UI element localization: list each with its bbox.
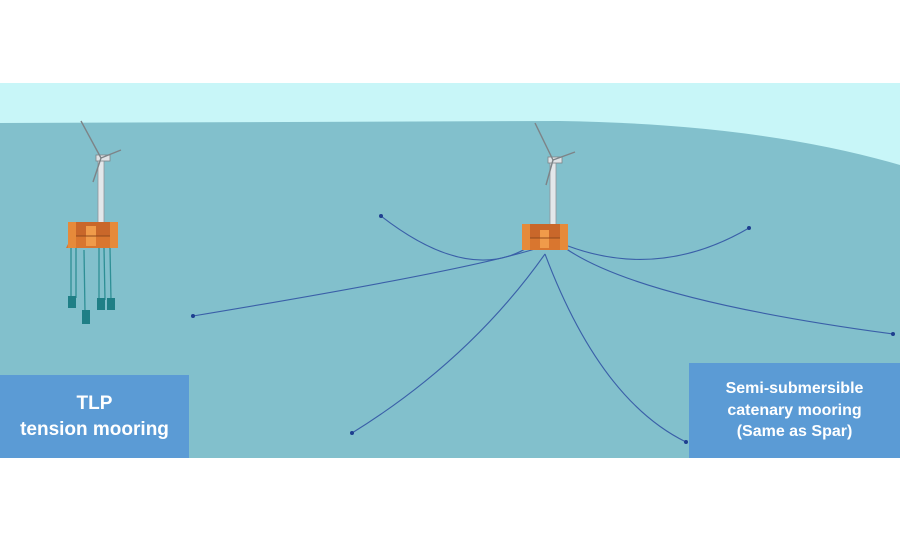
mooring-line-1 — [380, 215, 531, 261]
semi-label: Semi-submersible catenary mooring (Same … — [689, 363, 900, 458]
mooring-line-3 — [351, 253, 546, 434]
tlp-tower — [97, 157, 105, 227]
semi-label-line1: Semi-submersible — [725, 380, 864, 398]
tlp-turbine — [66, 120, 122, 324]
semi-turbine — [522, 122, 576, 250]
semi-mooring-lines — [192, 215, 894, 443]
semi-blades — [534, 122, 576, 186]
semi-platform — [522, 224, 568, 250]
tlp-label: TLP tension mooring — [0, 375, 189, 458]
mooring-line-4 — [544, 253, 687, 443]
mooring-line-5 — [564, 247, 894, 335]
tlp-anchors — [68, 296, 115, 324]
mooring-line-2 — [192, 247, 539, 317]
tlp-nacelle — [95, 154, 111, 162]
tlp-blades — [80, 120, 122, 183]
tlp-label-line2: tension mooring — [20, 418, 169, 440]
tlp-tendons — [70, 247, 112, 313]
semi-label-line3: (Same as Spar) — [736, 423, 853, 441]
sea-area — [0, 121, 900, 458]
semi-anchors — [191, 214, 895, 444]
tlp-label-line1: TLP — [76, 392, 113, 414]
semi-label-line2: catenary mooring — [727, 401, 862, 419]
tlp-platform — [66, 222, 118, 248]
mooring-line-6 — [567, 227, 750, 260]
